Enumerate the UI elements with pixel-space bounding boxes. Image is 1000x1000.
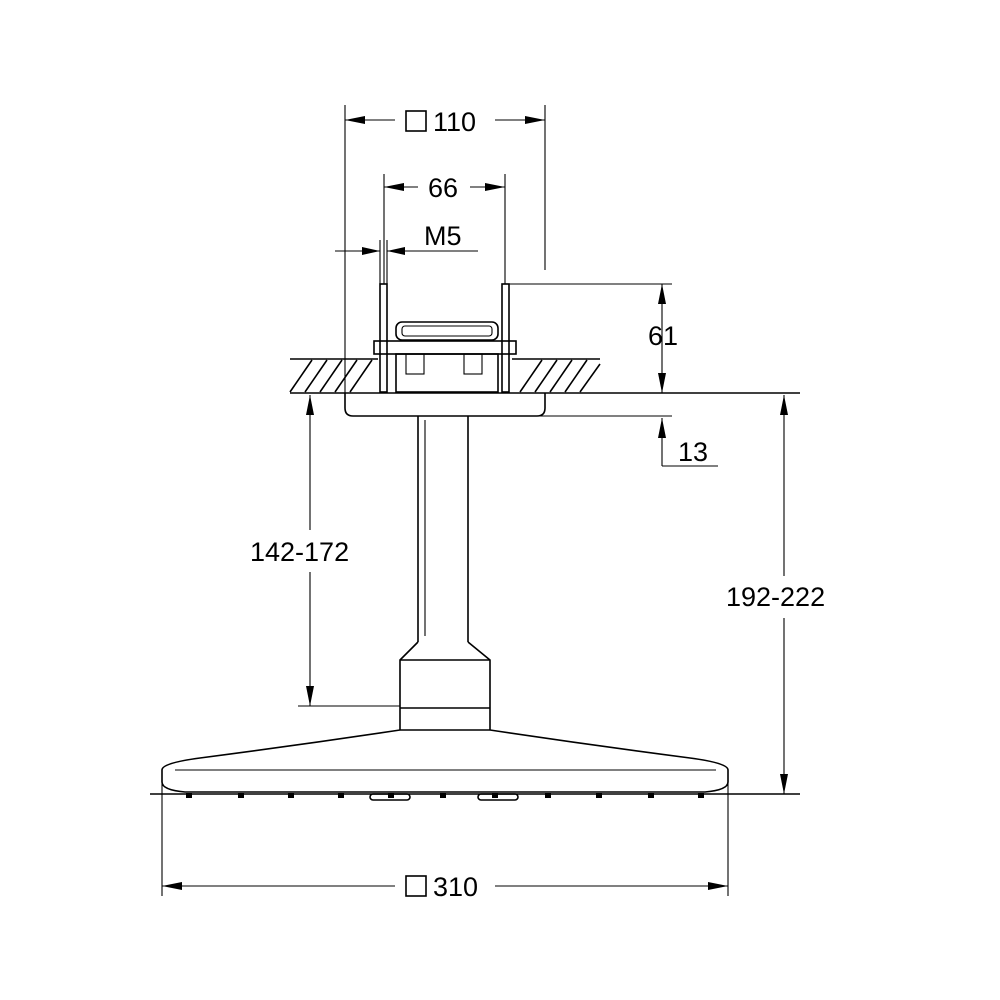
- ceiling-hatching: [289, 358, 800, 394]
- dimension-110-label: 110: [433, 107, 476, 137]
- dimension-61: 61: [509, 283, 678, 393]
- dimension-310: 310: [161, 780, 729, 902]
- dimension-310-label: 310: [433, 872, 478, 902]
- dimension-66-label: 66: [428, 173, 458, 203]
- dimension-66: 66: [383, 173, 506, 284]
- mounting-plate: [373, 340, 517, 355]
- dimension-m5: M5: [335, 221, 478, 284]
- shower-arm: [399, 416, 491, 731]
- nozzle-row: [186, 793, 704, 801]
- dimension-13-label: 13: [678, 437, 708, 467]
- box-body: [395, 353, 499, 393]
- dimension-m5-label: M5: [424, 221, 462, 251]
- mounting-box: [373, 283, 517, 393]
- dimension-110: 110: [344, 105, 546, 393]
- shower-head: [150, 729, 800, 801]
- dimension-192-222-label: 192-222: [726, 582, 825, 612]
- dimension-142-172-label: 142-172: [250, 537, 349, 567]
- dimension-142-172: 142-172: [250, 395, 400, 707]
- dimension-13: 13: [537, 415, 718, 467]
- right-bolt: [501, 283, 510, 393]
- dimension-61-label: 61: [648, 321, 678, 351]
- dimension-192-222: 192-222: [726, 395, 825, 794]
- bracket-top: [395, 321, 499, 341]
- left-bolt: [379, 283, 388, 393]
- ceiling-flange: [344, 393, 546, 417]
